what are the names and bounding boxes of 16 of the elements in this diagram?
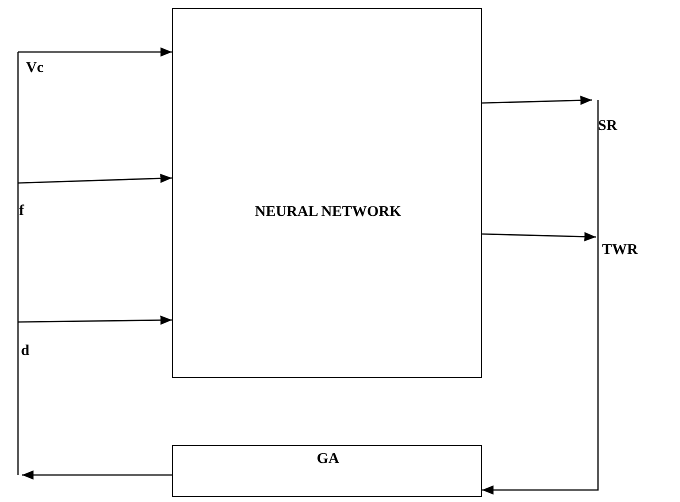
arrow [18,174,172,184]
signal-label: Vc [18,52,54,80]
signal-label: d [18,322,36,363]
process-box [172,8,482,378]
arrow [22,470,172,480]
signal-label: TWR [602,242,640,262]
arrow [482,232,596,242]
box-title: NEURAL NETWORK [254,204,402,221]
arrow [482,96,592,105]
arrow [18,47,172,57]
box-title: GA [316,451,340,468]
process-box [172,445,482,497]
signal-label: f [18,183,36,223]
signal-label: SR [598,118,628,138]
arrow [482,100,599,495]
arrow [18,315,172,325]
